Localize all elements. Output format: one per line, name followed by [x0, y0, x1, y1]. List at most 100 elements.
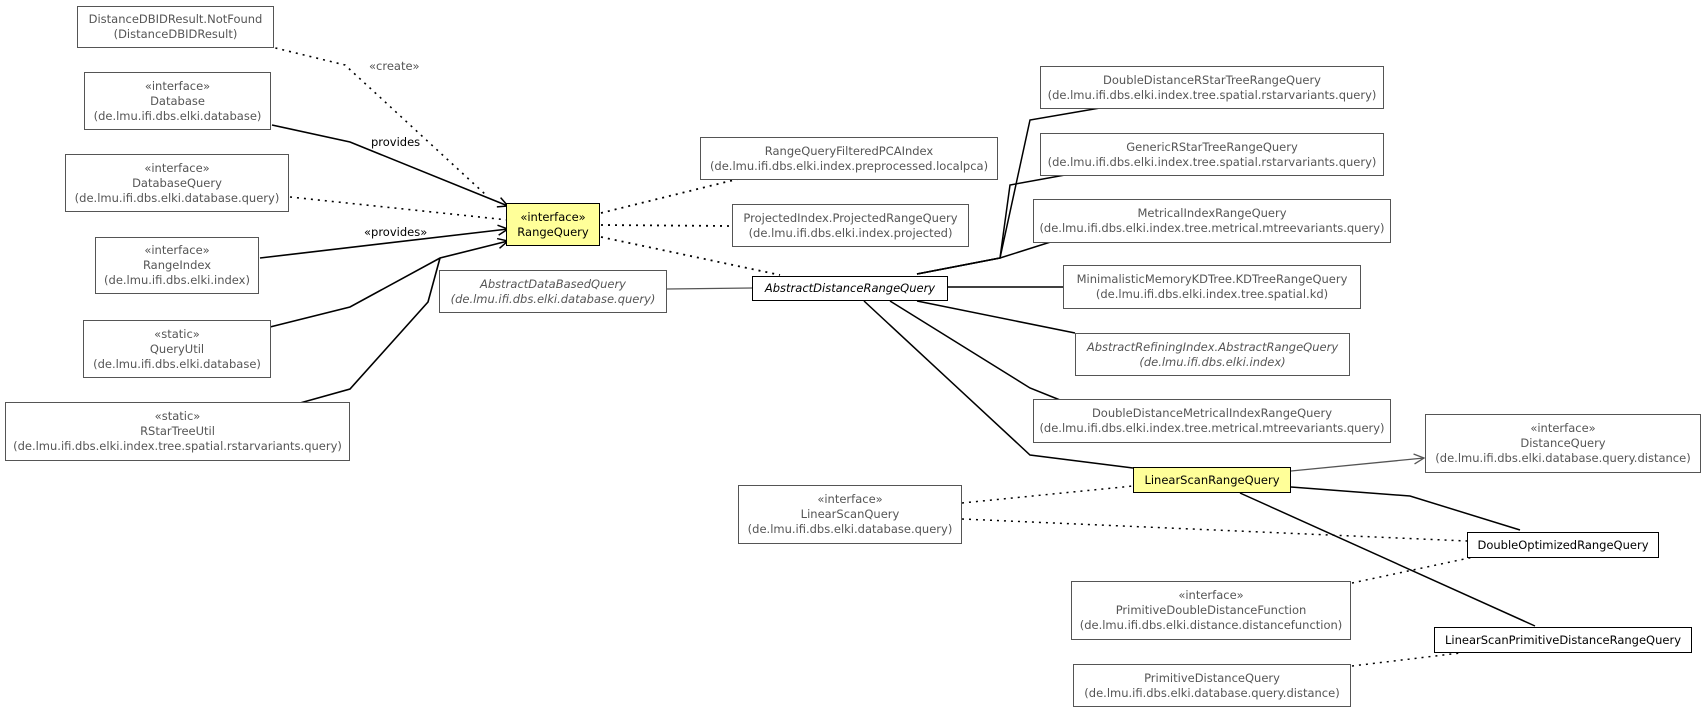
edge-adrq-refiningindex: [916, 300, 1076, 334]
class-name: DoubleDistanceRStarTreeRangeQuery: [1103, 72, 1321, 87]
class-doubleoptimizedrangequery[interactable]: DoubleOptimizedRangeQuery: [1467, 532, 1659, 558]
class-package: (de.lmu.ifi.dbs.elki.database.query): [74, 190, 280, 205]
edge-rangequery-projectedrangequery: [600, 224, 731, 227]
class-package: (de.lmu.ifi.dbs.elki.database.query): [747, 522, 953, 536]
class-name: MinimalisticMemoryKDTree.KDTreeRangeQuer…: [1076, 272, 1348, 286]
class-name: DoubleDistanceMetricalIndexRangeQuery: [1091, 406, 1333, 420]
class-name: AbstractDistanceRangeQuery: [764, 281, 936, 295]
class-package: (de.lmu.ifi.dbs.elki.index.tree.spatial.…: [1047, 154, 1377, 169]
edge-linearscanrangequery-distancequery: [1290, 458, 1424, 472]
class-package: (de.lmu.ifi.dbs.elki.database): [93, 108, 262, 123]
interface-rangeindex[interactable]: «interface» RangeIndex (de.lmu.ifi.dbs.e…: [95, 237, 259, 294]
class-package: (de.lmu.ifi.dbs.elki.index): [104, 273, 250, 287]
edge-label-create: «create»: [369, 59, 420, 73]
edge-label-provides-stereotype: «provides»: [364, 225, 428, 239]
class-abstractrefiningindex-abstractrangequery[interactable]: AbstractRefiningIndex.AbstractRangeQuery…: [1075, 333, 1350, 376]
class-minimalisticmemorykdtree-kdtreerangequery[interactable]: MinimalisticMemoryKDTree.KDTreeRangeQuer…: [1063, 265, 1361, 309]
class-doubledistancemetricalindexrangequery[interactable]: DoubleDistanceMetricalIndexRangeQuery (d…: [1033, 399, 1391, 443]
class-projectedindex-projectedrangequery[interactable]: ProjectedIndex.ProjectedRangeQuery (de.l…: [732, 204, 969, 247]
edge-adrq-metricalindex: [916, 238, 1061, 275]
class-name: RangeQueryFilteredPCAIndex: [764, 143, 934, 158]
class-name: GenericRStarTreeRangeQuery: [1126, 139, 1298, 154]
class-name: LinearScanPrimitiveDistanceRangeQuery: [1444, 632, 1682, 647]
class-name: DistanceDBIDResult.NotFound: [88, 12, 263, 26]
class-name: AbstractRefiningIndex.AbstractRangeQuery: [1086, 339, 1339, 354]
edge-primitivedoubledistancefunction-doubleoptimized: [1351, 554, 1484, 584]
class-package: (de.lmu.ifi.dbs.elki.database.query): [450, 291, 656, 306]
class-package: (de.lmu.ifi.dbs.elki.database): [93, 356, 261, 371]
stereotype: «interface»: [1530, 421, 1596, 435]
class-name: RStarTreeUtil: [140, 424, 215, 438]
interface-distancequery[interactable]: «interface» DistanceQuery (de.lmu.ifi.db…: [1425, 414, 1701, 473]
class-package: (de.lmu.ifi.dbs.elki.index.projected): [748, 225, 953, 240]
class-name: QueryUtil: [149, 341, 205, 356]
class-name: DoubleOptimizedRangeQuery: [1477, 537, 1649, 552]
class-linearscanprimitivedistancerangequery[interactable]: LinearScanPrimitiveDistanceRangeQuery: [1434, 627, 1692, 653]
static-rstartreeutil[interactable]: «static» RStarTreeUtil (de.lmu.ifi.dbs.e…: [5, 402, 350, 461]
edge-linearscanquery-linearscanrangequery: [961, 485, 1134, 504]
stereotype: «interface»: [817, 492, 883, 506]
class-name: MetricalIndexRangeQuery: [1137, 206, 1287, 220]
edge-queryutil-rangequery: [269, 241, 508, 328]
class-package: (de.lmu.ifi.dbs.elki.distance.distancefu…: [1079, 618, 1343, 632]
edge-label-provides: provides: [371, 135, 421, 149]
class-name: ProjectedIndex.ProjectedRangeQuery: [743, 210, 958, 225]
class-rangequeryfilteredpcaindex[interactable]: RangeQueryFilteredPCAIndex (de.lmu.ifi.d…: [700, 137, 998, 180]
class-package: (DistanceDBIDResult): [113, 27, 238, 41]
class-name: PrimitiveDistanceQuery: [1144, 670, 1280, 685]
class-package: (de.lmu.ifi.dbs.elki.database.query.dist…: [1435, 451, 1691, 465]
interface-linearscanquery[interactable]: «interface» LinearScanQuery (de.lmu.ifi.…: [738, 485, 962, 544]
static-queryutil[interactable]: «static» QueryUtil (de.lmu.ifi.dbs.elki.…: [83, 320, 271, 378]
interface-primitivedoubledistancefunction[interactable]: «interface» PrimitiveDoubleDistanceFunct…: [1071, 581, 1351, 640]
edge-abstractdatabasedquery-abstractdistancerangequery: [666, 287, 753, 290]
edge-adrq-linearscanrangequery: [863, 300, 1134, 469]
class-package: (de.lmu.ifi.dbs.elki.index.tree.spatial.…: [1095, 287, 1329, 301]
edge-rangequery-abstractdistancerangequery: [600, 236, 781, 276]
edge-rstartreeutil-rangequery: [299, 257, 441, 404]
class-name: PrimitiveDoubleDistanceFunction: [1115, 603, 1307, 617]
stereotype: «interface»: [144, 160, 210, 175]
edge-notfound-create-rangequery: [254, 42, 487, 196]
stereotype: «interface»: [144, 78, 211, 93]
edge-database-provides-rangequery: [271, 124, 508, 206]
interface-rangequery[interactable]: «interface» RangeQuery: [506, 203, 600, 246]
class-linearscanrangequery[interactable]: LinearScanRangeQuery: [1133, 467, 1291, 493]
edge-databasequery-rangequery: [289, 196, 509, 221]
edge-primitivedistancequery-lspdrq: [1351, 652, 1461, 667]
class-package: (de.lmu.ifi.dbs.elki.index.preprocessed.…: [709, 158, 989, 173]
stereotype: «interface»: [520, 209, 586, 224]
class-doubledistancerstartreerangequery[interactable]: DoubleDistanceRStarTreeRangeQuery (de.lm…: [1040, 66, 1384, 109]
class-name: RangeQuery: [517, 224, 589, 239]
edge-rangequery-pcaindex: [600, 175, 751, 214]
class-package: (de.lmu.ifi.dbs.elki.database.query.dist…: [1084, 685, 1340, 700]
class-name: DatabaseQuery: [132, 175, 222, 190]
class-genericrstartreerangequery[interactable]: GenericRStarTreeRangeQuery (de.lmu.ifi.d…: [1040, 133, 1384, 176]
stereotype: «interface»: [1178, 588, 1244, 602]
stereotype: «static»: [154, 409, 201, 423]
edge-linearscanrangequery-lspdrq: [1239, 492, 1536, 627]
class-metricalindexrangequery[interactable]: MetricalIndexRangeQuery (de.lmu.ifi.dbs.…: [1033, 199, 1391, 243]
class-name: Database: [150, 93, 205, 108]
class-package: (de.lmu.ifi.dbs.elki.index.tree.spatial.…: [13, 439, 342, 453]
class-distancedbidresult-notfound[interactable]: DistanceDBIDResult.NotFound (DistanceDBI…: [77, 6, 274, 48]
class-abstractdistancerangequery[interactable]: AbstractDistanceRangeQuery: [752, 276, 948, 301]
edge-linearscanrangequery-doubleoptimized: [1290, 486, 1521, 531]
edge-adrq-doubledistancemetrical: [889, 300, 1061, 401]
class-primitivedistancequery[interactable]: PrimitiveDistanceQuery (de.lmu.ifi.dbs.e…: [1073, 664, 1351, 707]
interface-databasequery[interactable]: «interface» DatabaseQuery (de.lmu.ifi.db…: [65, 154, 289, 212]
class-name: AbstractDataBasedQuery: [480, 276, 626, 291]
class-package: (de.lmu.ifi.dbs.elki.index.tree.spatial.…: [1047, 87, 1377, 102]
class-name: RangeIndex: [142, 258, 212, 272]
edge-rangeindex-provides-rangequery: [259, 229, 508, 259]
class-name: LinearScanQuery: [800, 507, 900, 521]
edge-linearscanquery-doubleoptimized: [961, 518, 1468, 542]
class-name: LinearScanRangeQuery: [1144, 472, 1280, 487]
class-package: (de.lmu.ifi.dbs.elki.index): [1139, 354, 1286, 369]
class-abstractdatabasedquery[interactable]: AbstractDataBasedQuery (de.lmu.ifi.dbs.e…: [439, 270, 667, 313]
interface-database[interactable]: «interface» Database (de.lmu.ifi.dbs.elk…: [84, 72, 271, 130]
stereotype: «static»: [154, 326, 200, 341]
stereotype: «interface»: [144, 243, 210, 257]
class-package: (de.lmu.ifi.dbs.elki.index.tree.metrical…: [1039, 421, 1385, 435]
